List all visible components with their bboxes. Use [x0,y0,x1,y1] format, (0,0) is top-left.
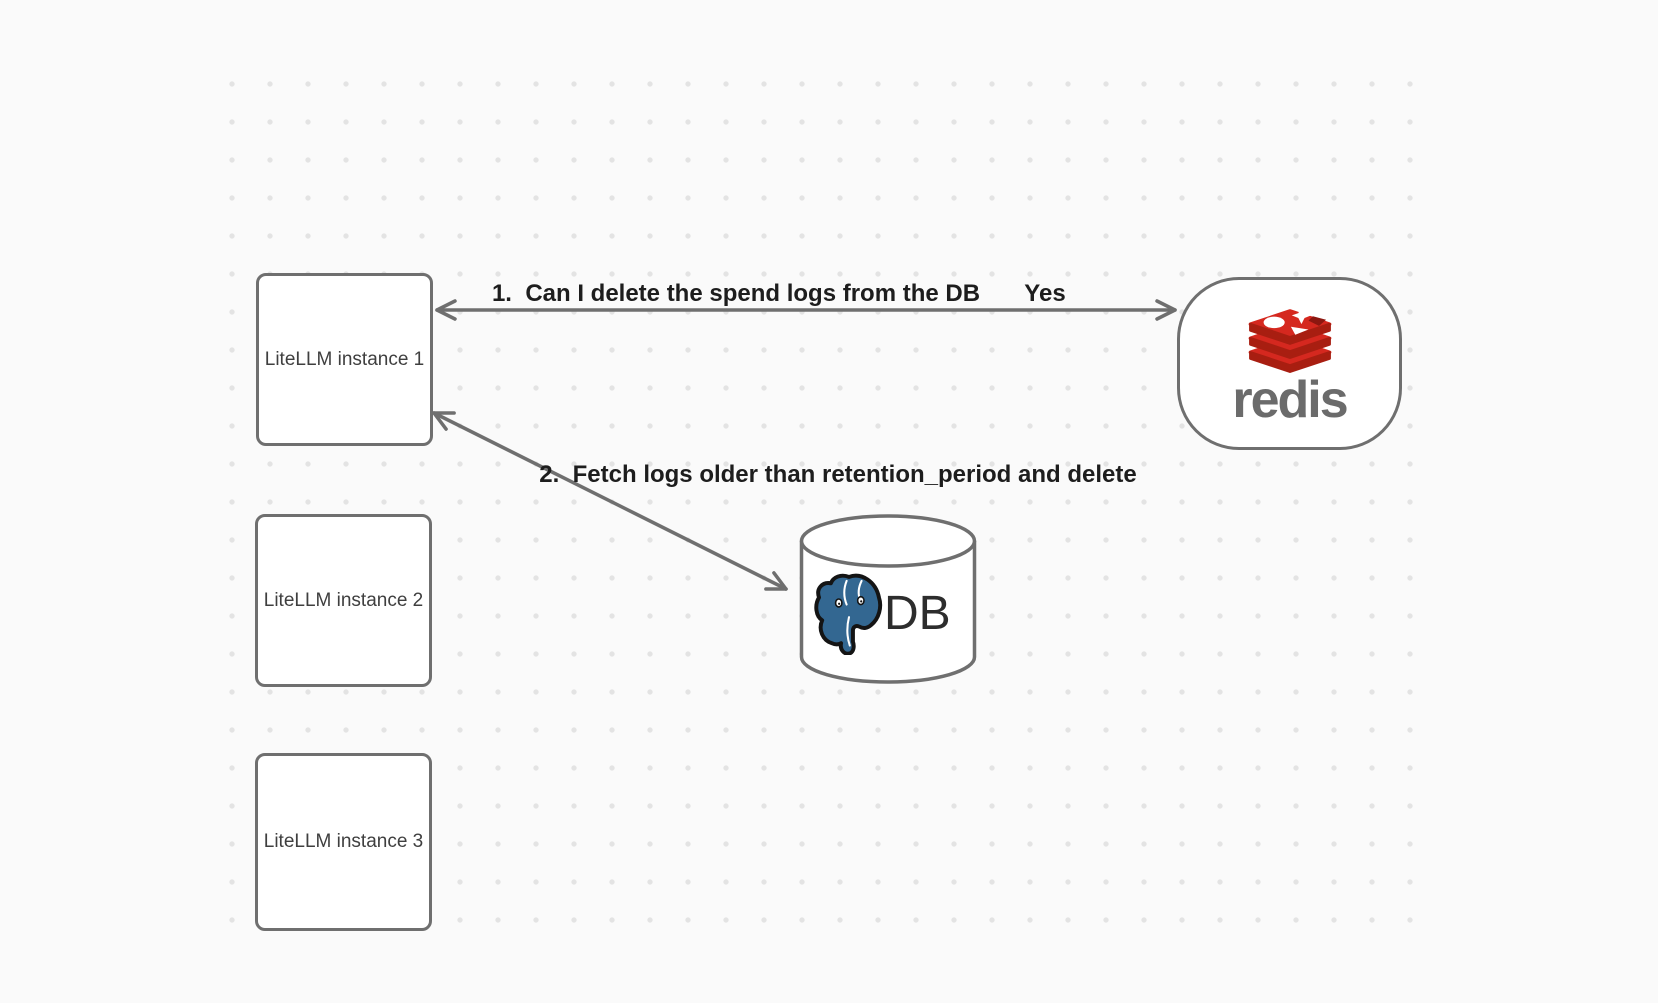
node-postgres-db[interactable]: DB [799,513,977,685]
arrow2-label[interactable]: 2. Fetch logs older than retention_perio… [539,461,1137,488]
node-litellm-instance-1[interactable]: LiteLLM instance 1 [256,273,433,446]
redis-wordmark: redis [1232,370,1348,429]
db-label: DB [884,587,951,640]
node-label: LiteLLM instance 3 [263,831,424,852]
arrow1-response-label[interactable]: Yes [1024,280,1066,307]
node-litellm-instance-3[interactable]: LiteLLM instance 3 [255,753,432,931]
postgres-elephant-icon [814,573,883,655]
node-litellm-instance-2[interactable]: LiteLLM instance 2 [255,514,432,687]
node-redis[interactable]: redis [1177,277,1402,450]
redis-stack-logo-icon [1248,306,1331,373]
node-label: LiteLLM instance 2 [263,589,424,611]
node-label: LiteLLM instance 1 [264,348,425,370]
arrow1-label[interactable]: 1. Can I delete the spend logs from the … [491,280,981,307]
